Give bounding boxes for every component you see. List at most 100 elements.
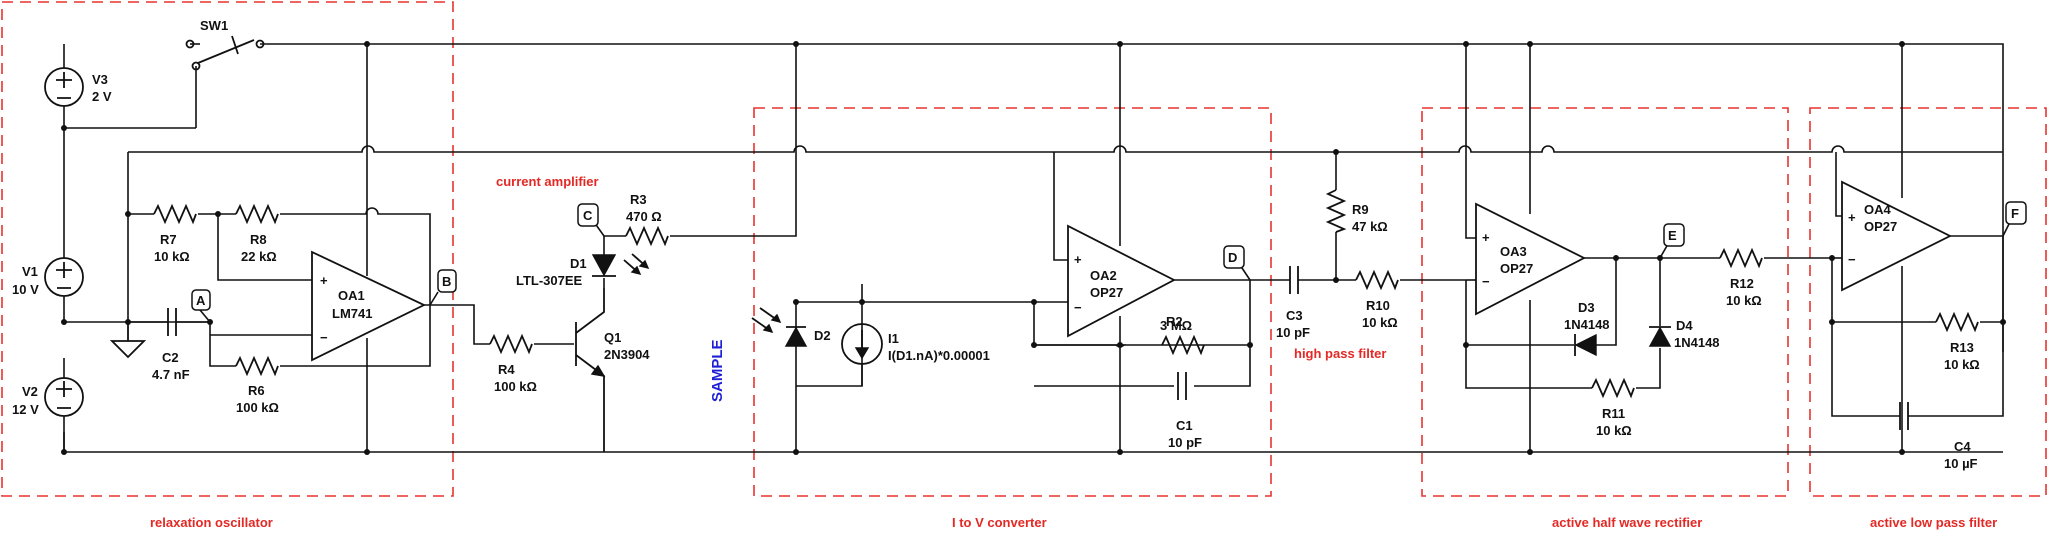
label-current-amplifier: current amplifier [496,174,599,189]
oa2-ref: OA2 [1090,268,1117,283]
r4-ref: R4 [498,362,515,377]
junction-dots [61,41,2006,455]
r12-ref: R12 [1730,276,1754,291]
r8-ref: R8 [250,232,267,247]
c2-capacitor [167,308,177,336]
c1-capacitor [1177,372,1187,400]
test-point-f: F [2002,201,2027,237]
i1-ref: I1 [888,331,899,346]
d3-ref: D3 [1578,300,1595,315]
oa1-ref: OA1 [338,288,365,303]
r9-ref: R9 [1352,202,1369,217]
rails [63,43,2004,453]
rectifier: + − OA3 OP27 D3 1N4148 D4 1N4148 R11 10 … [1465,44,1832,452]
label-relaxation-oscillator: relaxation oscillator [150,515,273,530]
v1-source: V1 10 V [12,257,84,297]
relaxation-oscillator: V3 2 V V1 10 V V2 12 V SW1 [12,18,490,452]
sw1-switch: SW1 [185,18,265,71]
test-point-e-label: E [1668,228,1677,243]
c2-value: 4.7 nF [152,367,190,382]
c1-ref: C1 [1176,418,1193,433]
oa2-minus: − [1074,300,1082,315]
r11-resistor [1591,377,1635,399]
test-point-b-label: B [442,274,451,289]
d4-value: 1N4148 [1674,335,1720,350]
oa4-ref: OA4 [1864,202,1892,217]
label-i-to-v-converter: I to V converter [952,515,1047,530]
r3-value: 470 Ω [626,209,662,224]
d2-photodiode [751,307,808,347]
oa2-plus: + [1074,252,1082,267]
r6-value: 100 kΩ [236,400,279,415]
i1-current-source [841,323,883,365]
r9-value: 47 kΩ [1352,219,1388,234]
test-point-e: E [1659,223,1685,259]
v1-value: 10 V [12,282,39,297]
oa4-plus: + [1848,210,1856,225]
label-high-pass-filter: high pass filter [1294,346,1386,361]
oa3-opamp [1475,202,1586,316]
r4-value: 100 kΩ [494,379,537,394]
r7-resistor [153,203,197,225]
i1-value: I(D1.nA)*0.00001 [888,348,990,363]
label-rectifier: active half wave rectifier [1552,515,1702,530]
c2-ref: C2 [162,350,179,365]
r13-ref: R13 [1950,340,1974,355]
oa1-minus: − [320,330,328,345]
r8-value: 22 kΩ [241,249,277,264]
v2-source: V2 12 V [12,377,84,417]
oa1-plus: + [320,273,328,288]
oa3-ref: OA3 [1500,244,1527,259]
c4-value: 10 µF [1944,456,1978,471]
d4-diode [1648,326,1672,347]
c1-value: 10 pF [1168,435,1202,450]
r8-resistor [235,203,279,225]
low-pass-filter: + − OA4 OP27 R13 10 kΩ C4 10 µF [1831,44,2004,471]
oa3-value: OP27 [1500,261,1533,276]
d4-ref: D4 [1676,318,1693,333]
d1-ref: D1 [570,256,587,271]
r10-value: 10 kΩ [1362,315,1398,330]
c3-capacitor [1289,266,1299,294]
oa3-minus: − [1482,274,1490,289]
current-amplifier: R4 100 kΩ Q1 2N3904 D1 LTL-307EE R3 470 … [489,44,797,452]
r12-resistor [1719,247,1763,269]
r11-value: 10 kΩ [1596,423,1632,438]
oa1-value: LM741 [332,306,372,321]
c3-ref: C3 [1286,308,1303,323]
d3-value: 1N4148 [1564,317,1610,332]
c3-value: 10 pF [1276,325,1310,340]
v2-value: 12 V [12,402,39,417]
label-low-pass-filter: active low pass filter [1870,515,1997,530]
v3-value: 2 V [92,89,112,104]
v3-source: V3 2 V [44,67,112,107]
r10-ref: R10 [1366,298,1390,313]
ground-symbol [109,323,147,359]
d3-diode [1574,333,1597,357]
relaxation-oscillator-box [1,1,454,497]
i-to-v-converter: D2 I1 I(D1.nA)*0.00001 + − OA2 OP27 R2 3… [751,44,1290,452]
rectifier-box [1421,107,1789,497]
r7-value: 10 kΩ [154,249,190,264]
low-pass-filter-box [1809,107,2047,497]
test-point-d-label: D [1228,250,1237,265]
sw1-ref: SW1 [200,18,228,33]
r4-resistor [489,333,533,355]
v1-ref: V1 [22,264,38,279]
v3-ref: V3 [92,72,108,87]
oa4-opamp [1841,180,1953,292]
test-point-a-label: A [196,293,206,308]
r3-ref: R3 [630,192,647,207]
test-point-c-label: C [583,208,593,223]
test-point-d: D [1223,245,1251,281]
oa4-minus: − [1848,252,1856,267]
test-point-b: B [429,269,457,306]
high-pass-filter: C3 10 pF R9 47 kΩ R10 10 kΩ [1276,152,1466,340]
r2-ref: R2 [1166,314,1183,329]
r6-resistor [235,355,279,377]
r12-value: 10 kΩ [1726,293,1762,308]
label-sample: SAMPLE [709,339,726,402]
test-point-a: A [191,289,211,323]
c4-capacitor [1899,402,1909,430]
